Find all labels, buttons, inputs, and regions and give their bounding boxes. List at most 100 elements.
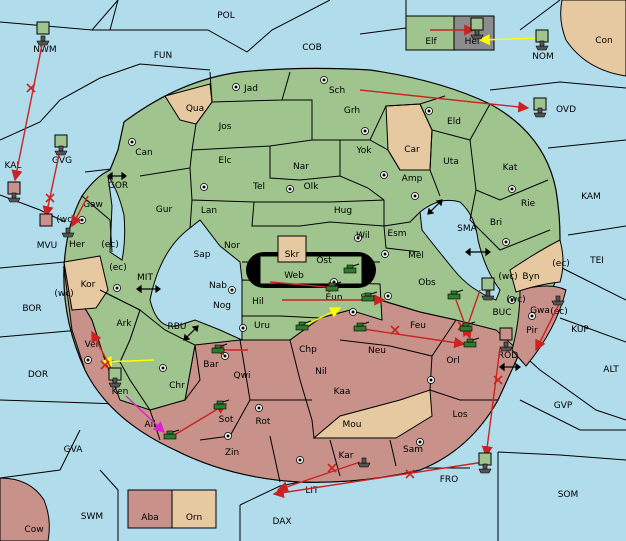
sea-region-kal[interactable]: KAL — [5, 161, 22, 171]
land-region-eld[interactable]: Eld — [447, 117, 461, 127]
land-region-ken[interactable]: Ken — [112, 387, 129, 397]
land-region-lan[interactable]: Lan — [201, 206, 217, 216]
land-region-feu[interactable]: Feu — [410, 321, 426, 331]
land-region-web[interactable]: Web — [284, 271, 304, 281]
coast-byn-ec[interactable]: (ec) — [552, 259, 570, 269]
land-region-skr[interactable]: Skr — [285, 250, 300, 260]
land-region-olk[interactable]: Olk — [304, 182, 320, 192]
land-region-car[interactable]: Car — [404, 145, 420, 155]
land-region-can[interactable]: Can — [135, 148, 153, 158]
land-region-aba[interactable]: Aba — [141, 513, 158, 523]
land-region-pir[interactable]: Pir — [526, 326, 538, 336]
land-region-sot[interactable]: Sot — [219, 415, 234, 425]
sea-region-rod[interactable]: ROD — [498, 351, 518, 361]
land-region-nor[interactable]: Nor — [224, 241, 240, 251]
land-region-gaw[interactable]: Gaw — [83, 200, 103, 210]
coast-kor-wc[interactable]: (wc) — [54, 289, 73, 299]
land-region-ark[interactable]: Ark — [116, 319, 132, 329]
land-region-elf[interactable]: Elf — [425, 37, 437, 47]
land-region-nog[interactable]: Nog — [213, 301, 231, 311]
sea-region-rbu[interactable]: RBU — [167, 322, 186, 332]
sea-region-kup[interactable]: KUP — [571, 325, 589, 335]
coast-her-ec[interactable]: (ec) — [101, 240, 119, 250]
land-region-kaa[interactable]: Kaa — [334, 387, 351, 397]
land-region-hug[interactable]: Hug — [334, 206, 352, 216]
land-region-yok[interactable]: Yok — [355, 146, 372, 156]
land-region-byn[interactable]: Byn — [522, 272, 539, 282]
sea-region-sma[interactable]: SMA — [457, 224, 477, 234]
land-region-qwi[interactable]: Qwi — [234, 371, 251, 381]
sea-region-cob[interactable]: COB — [302, 43, 322, 53]
land-region-jos[interactable]: Jos — [218, 122, 232, 132]
sea-region-alt[interactable]: ALT — [603, 365, 619, 375]
sea-region-dax[interactable]: DAX — [272, 517, 291, 527]
land-region-orl[interactable]: Orl — [446, 356, 459, 366]
land-region-mel[interactable]: Mel — [408, 251, 424, 261]
land-region-elc[interactable]: Elc — [218, 156, 231, 166]
sea-region-gva[interactable]: GVA — [64, 445, 84, 455]
land-region-sap[interactable]: Sap — [194, 250, 211, 260]
coast-byn-wc[interactable]: (wc) — [498, 272, 517, 282]
land-region-sch[interactable]: Sch — [329, 86, 345, 96]
land-region-chp[interactable]: Chp — [299, 345, 317, 355]
land-region-uru[interactable]: Uru — [254, 321, 270, 331]
land-region-her[interactable]: Her — [69, 240, 85, 250]
land-region-obs[interactable]: Obs — [418, 278, 436, 288]
sea-region-mvu[interactable]: MVU — [37, 241, 58, 251]
sea-region-fro[interactable]: FRO — [440, 475, 459, 485]
land-region-zin[interactable]: Zin — [225, 448, 239, 458]
land-region-ost[interactable]: Ost — [316, 256, 332, 266]
land-region-nil[interactable]: Nil — [315, 367, 327, 377]
land-region-hil[interactable]: Hil — [252, 297, 264, 307]
coast-gwa-ec[interactable]: (ec) — [550, 307, 568, 317]
land-region-neu[interactable]: Neu — [368, 346, 386, 356]
sea-region-gor[interactable]: GOR — [108, 181, 128, 191]
sea-region-gvp[interactable]: GVP — [554, 401, 573, 411]
sea-region-nom[interactable]: NOM — [532, 52, 554, 62]
land-region-gwa[interactable]: Gwa — [530, 306, 550, 316]
land-region-ail[interactable]: Ail — [144, 420, 155, 430]
land-region-hel[interactable]: Hel — [465, 37, 480, 47]
sea-region-kam[interactable]: KAM — [581, 192, 601, 202]
land-region-bri[interactable]: Bri — [490, 218, 502, 228]
land-region-rot[interactable]: Rot — [256, 417, 271, 427]
land-region-mou[interactable]: Mou — [343, 420, 362, 430]
sea-region-som[interactable]: SOM — [558, 490, 579, 500]
sea-region-mit[interactable]: MIT — [137, 273, 153, 283]
land-region-orn[interactable]: Orn — [186, 513, 202, 523]
land-region-sam[interactable]: Sam — [403, 445, 423, 455]
land-region-gur[interactable]: Gur — [156, 205, 173, 215]
sea-region-fun[interactable]: FUN — [154, 51, 173, 61]
sea-region-cow[interactable]: Cow — [24, 525, 43, 535]
land-region-amp[interactable]: Amp — [402, 174, 423, 184]
coast-kor-ec[interactable]: (ec) — [109, 263, 127, 273]
land-region-wil[interactable]: Wil — [356, 231, 370, 241]
land-region-kar[interactable]: Kar — [339, 451, 354, 461]
coast-her-wc[interactable]: (wc) — [56, 215, 75, 225]
land-region-rie[interactable]: Rie — [521, 199, 536, 209]
sea-region-nwm[interactable]: NWM — [33, 45, 56, 55]
sea-region-dor[interactable]: DOR — [28, 370, 48, 380]
sea-region-bor[interactable]: BOR — [22, 304, 41, 314]
coast-gwa-wc[interactable]: (wc) — [506, 295, 525, 305]
land-region-grh[interactable]: Grh — [344, 106, 360, 116]
sea-region-swm[interactable]: SWM — [81, 512, 103, 522]
sea-region-tei[interactable]: TEI — [589, 256, 604, 266]
land-region-bar[interactable]: Bar — [203, 360, 219, 370]
sea-region-gvg[interactable]: GVG — [52, 156, 72, 166]
sea-region-ovd[interactable]: OVD — [556, 105, 576, 115]
land-region-jad[interactable]: Jad — [243, 84, 258, 94]
land-region-ver[interactable]: Ver — [85, 340, 100, 350]
land-region-uta[interactable]: Uta — [443, 157, 459, 167]
sea-region-pol[interactable]: POL — [217, 11, 235, 21]
land-region-kor[interactable]: Kor — [81, 280, 96, 290]
land-region-los[interactable]: Los — [452, 410, 467, 420]
land-region-chr[interactable]: Chr — [169, 381, 185, 391]
sea-region-buc[interactable]: BUC — [492, 308, 511, 318]
land-region-kat[interactable]: Kat — [503, 163, 518, 173]
sea-region-lit[interactable]: LIT — [305, 486, 319, 496]
land-region-tel[interactable]: Tel — [252, 182, 265, 192]
land-region-esm[interactable]: Esm — [387, 229, 406, 239]
sea-region-con[interactable]: Con — [595, 36, 613, 46]
land-region-nab[interactable]: Nab — [209, 281, 227, 291]
